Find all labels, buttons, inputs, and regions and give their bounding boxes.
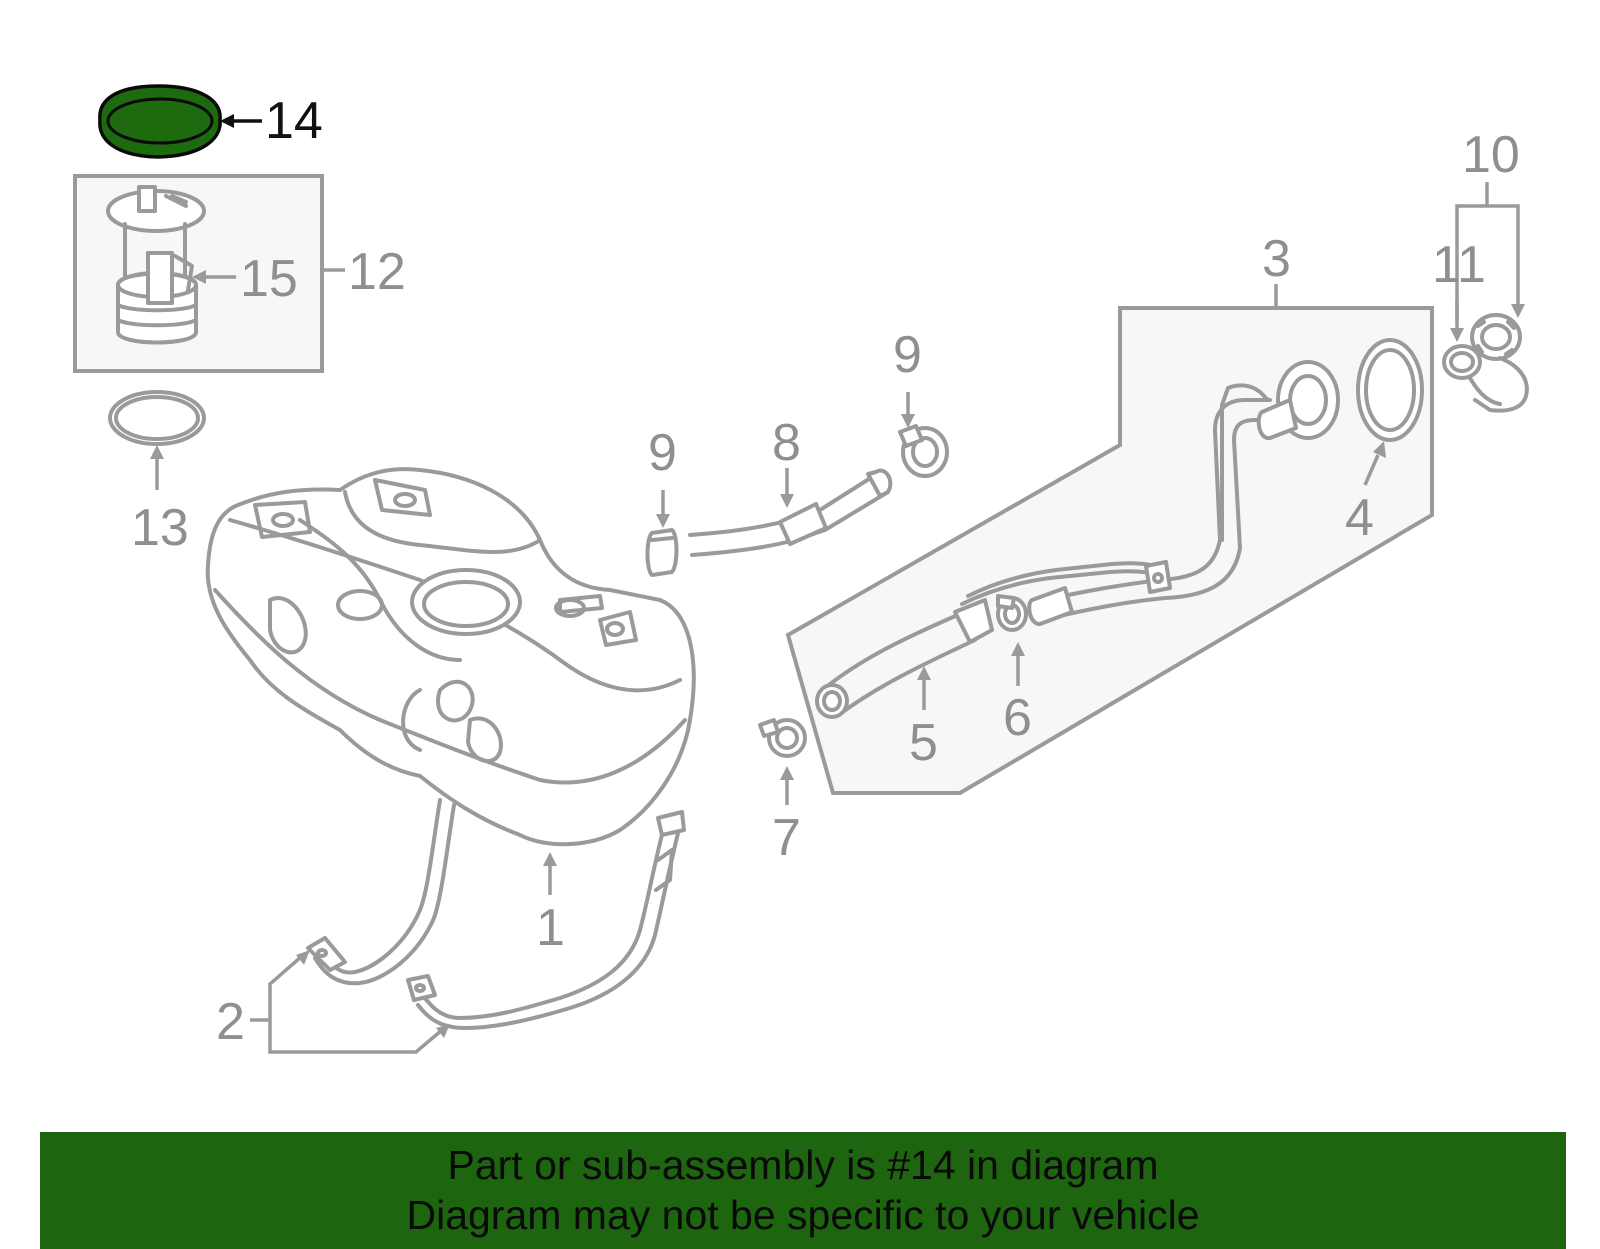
banner-line-1: Part or sub-assembly is #14 in diagram	[447, 1142, 1159, 1188]
part-9-grommet-left[interactable]	[645, 528, 679, 577]
info-banner: Part or sub-assembly is #14 in diagram D…	[40, 1132, 1566, 1249]
banner-line-2: Diagram may not be specific to your vehi…	[406, 1192, 1200, 1238]
leader-7	[780, 766, 794, 805]
callout-7: 7	[772, 809, 801, 867]
callout-8: 8	[772, 414, 801, 472]
part-2-tank-straps[interactable]	[306, 798, 686, 1030]
part-1-fuel-tank[interactable]	[205, 467, 696, 847]
part-8-vent-hose[interactable]	[688, 468, 893, 557]
part-13-gasket[interactable]	[108, 390, 206, 446]
callout-14: 14	[265, 92, 323, 150]
part-10-fuel-cap[interactable]	[1470, 313, 1529, 413]
filler-neck-pipe[interactable]	[960, 360, 1340, 626]
leader-6	[1011, 642, 1025, 686]
leader-13	[150, 445, 164, 490]
part-9-clamp-right[interactable]	[898, 424, 949, 478]
callout-9-right: 9	[893, 326, 922, 384]
callout-13: 13	[131, 499, 189, 557]
part-4-gasket[interactable]	[1356, 338, 1424, 442]
leader-1	[543, 852, 557, 895]
callout-12: 12	[348, 243, 406, 301]
part-11-tether-ring[interactable]	[1442, 344, 1502, 406]
leader-5	[917, 666, 931, 710]
callout-1: 1	[536, 899, 565, 957]
callout-3: 3	[1262, 230, 1291, 288]
callout-4: 4	[1345, 489, 1374, 547]
leader-9-right	[901, 392, 915, 428]
part-5-filler-hose[interactable]	[815, 598, 994, 719]
leader-2	[250, 950, 450, 1054]
leader-11	[1450, 300, 1464, 342]
leader-4	[1363, 441, 1386, 486]
callout-10: 10	[1462, 126, 1520, 184]
callout-5: 5	[909, 714, 938, 772]
part-6-clamp[interactable]	[996, 594, 1028, 632]
part-15-fuel-pump-module[interactable]	[106, 185, 206, 345]
part-7-clamp[interactable]	[758, 718, 807, 758]
callout-6: 6	[1003, 689, 1032, 747]
callout-11: 11	[1432, 236, 1486, 294]
callout-2: 2	[216, 993, 245, 1051]
part-14-lock-ring[interactable]	[98, 84, 222, 159]
leader-15	[192, 270, 236, 284]
leader-10	[1455, 182, 1525, 322]
callout-15: 15	[240, 250, 298, 308]
callout-9-left: 9	[648, 424, 677, 482]
leader-8	[780, 468, 794, 508]
leader-9-left	[656, 490, 670, 528]
leader-14	[220, 114, 262, 128]
